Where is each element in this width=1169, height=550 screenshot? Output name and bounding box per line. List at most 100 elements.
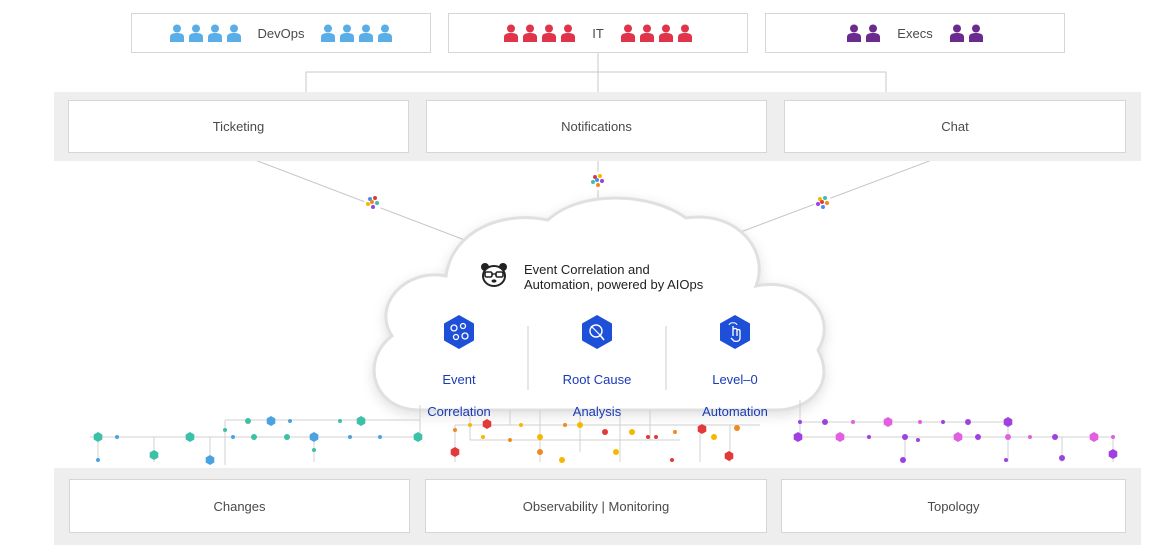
team-label: Execs (897, 25, 933, 41)
person-icon (523, 24, 538, 42)
feature-1-line1: Event (442, 372, 476, 387)
feature-2-line1: Root Cause (562, 372, 632, 387)
network-node (916, 438, 920, 442)
network-nodes (93, 416, 1118, 465)
person-icon (658, 24, 673, 42)
network-node (468, 423, 472, 427)
people-group-left (846, 24, 881, 42)
team-box-2: Execs (765, 13, 1065, 53)
network-node (697, 424, 707, 434)
network-node (902, 434, 908, 440)
automation-icon (720, 315, 750, 349)
feature-automation: Level–0 Automation (675, 356, 795, 436)
network-node (559, 457, 565, 463)
network-node (1028, 435, 1032, 439)
network-node (413, 432, 423, 442)
network-node (975, 434, 981, 440)
person-icon (226, 24, 241, 42)
network-node (1052, 434, 1058, 440)
people-group-right (620, 24, 693, 42)
changes-box: Changes (69, 479, 410, 533)
changes-label: Changes (213, 498, 266, 514)
feature-1-line2: Correlation (427, 404, 491, 419)
network-node (724, 451, 734, 461)
network-node (1004, 458, 1008, 462)
network-node (481, 435, 485, 439)
ticketing-label: Ticketing (212, 119, 265, 134)
panda-icon (481, 263, 507, 287)
topology-label: Topology (927, 498, 980, 514)
event-correlation-icon (444, 315, 474, 349)
network-node (654, 435, 658, 439)
root-cause-icon (582, 315, 612, 349)
topology-box: Topology (781, 479, 1126, 533)
cloud-title: Event Correlation and Automation, powere… (524, 262, 764, 292)
feature-root-cause: Root Cause Analysis (537, 356, 657, 436)
monitoring-label: Observability | Monitoring (522, 498, 670, 514)
network-node (338, 419, 342, 423)
network-node (793, 432, 803, 442)
network-node (563, 423, 567, 427)
cloud-title-line2: Automation, powered by AIOps (524, 277, 704, 292)
sparkle-icon (364, 194, 382, 212)
person-icon (949, 24, 964, 42)
network-node (453, 428, 457, 432)
network-node (941, 420, 945, 424)
sparkle-icon (589, 172, 607, 190)
people-group-left (169, 24, 242, 42)
network-node (851, 420, 855, 424)
feature-event-correlation: Event Correlation (399, 356, 519, 436)
cloud-shape (372, 196, 826, 412)
network-node (284, 434, 290, 440)
network-node (613, 449, 619, 455)
feature-3-line2: Automation (702, 404, 768, 419)
network-node (251, 434, 257, 440)
team-label: IT (592, 25, 604, 41)
network-node (312, 448, 316, 452)
network-node (867, 435, 871, 439)
chat-label: Chat (941, 119, 969, 134)
person-icon (639, 24, 654, 42)
network-node (149, 450, 159, 460)
network-node (1003, 417, 1013, 427)
network-node (309, 432, 319, 442)
cloud-dividers (527, 326, 667, 390)
person-icon (620, 24, 635, 42)
team-box-1: IT (448, 13, 748, 53)
feature-3-line1: Level–0 (712, 372, 758, 387)
network-node (1089, 432, 1099, 442)
cloud-title-line1: Event Correlation and (524, 262, 650, 277)
network-node (734, 425, 740, 431)
network-node (205, 455, 215, 465)
person-icon (677, 24, 692, 42)
network-node (288, 419, 292, 423)
notifications-box: Notifications (426, 100, 767, 153)
ticketing-box: Ticketing (68, 100, 409, 153)
network-node (900, 457, 906, 463)
network-node (93, 432, 103, 442)
person-icon (968, 24, 983, 42)
network-node (348, 435, 352, 439)
network-node (1059, 455, 1065, 461)
person-icon (207, 24, 222, 42)
network-node (537, 449, 543, 455)
people-group-right (320, 24, 393, 42)
network-node (602, 429, 608, 435)
network-node (96, 458, 100, 462)
network-node (577, 422, 583, 428)
network-node (1111, 435, 1115, 439)
network-node (185, 432, 195, 442)
network-node (965, 419, 971, 425)
sparkle-icon (814, 194, 832, 212)
notifications-label: Notifications (561, 119, 632, 134)
person-icon (340, 24, 355, 42)
network-node (822, 419, 828, 425)
network-node (1108, 449, 1118, 459)
person-icon (561, 24, 576, 42)
network-node (378, 435, 382, 439)
network-node (231, 435, 235, 439)
team-label: DevOps (257, 25, 305, 41)
network-node (670, 458, 674, 462)
team-box-0: DevOps (131, 13, 431, 53)
